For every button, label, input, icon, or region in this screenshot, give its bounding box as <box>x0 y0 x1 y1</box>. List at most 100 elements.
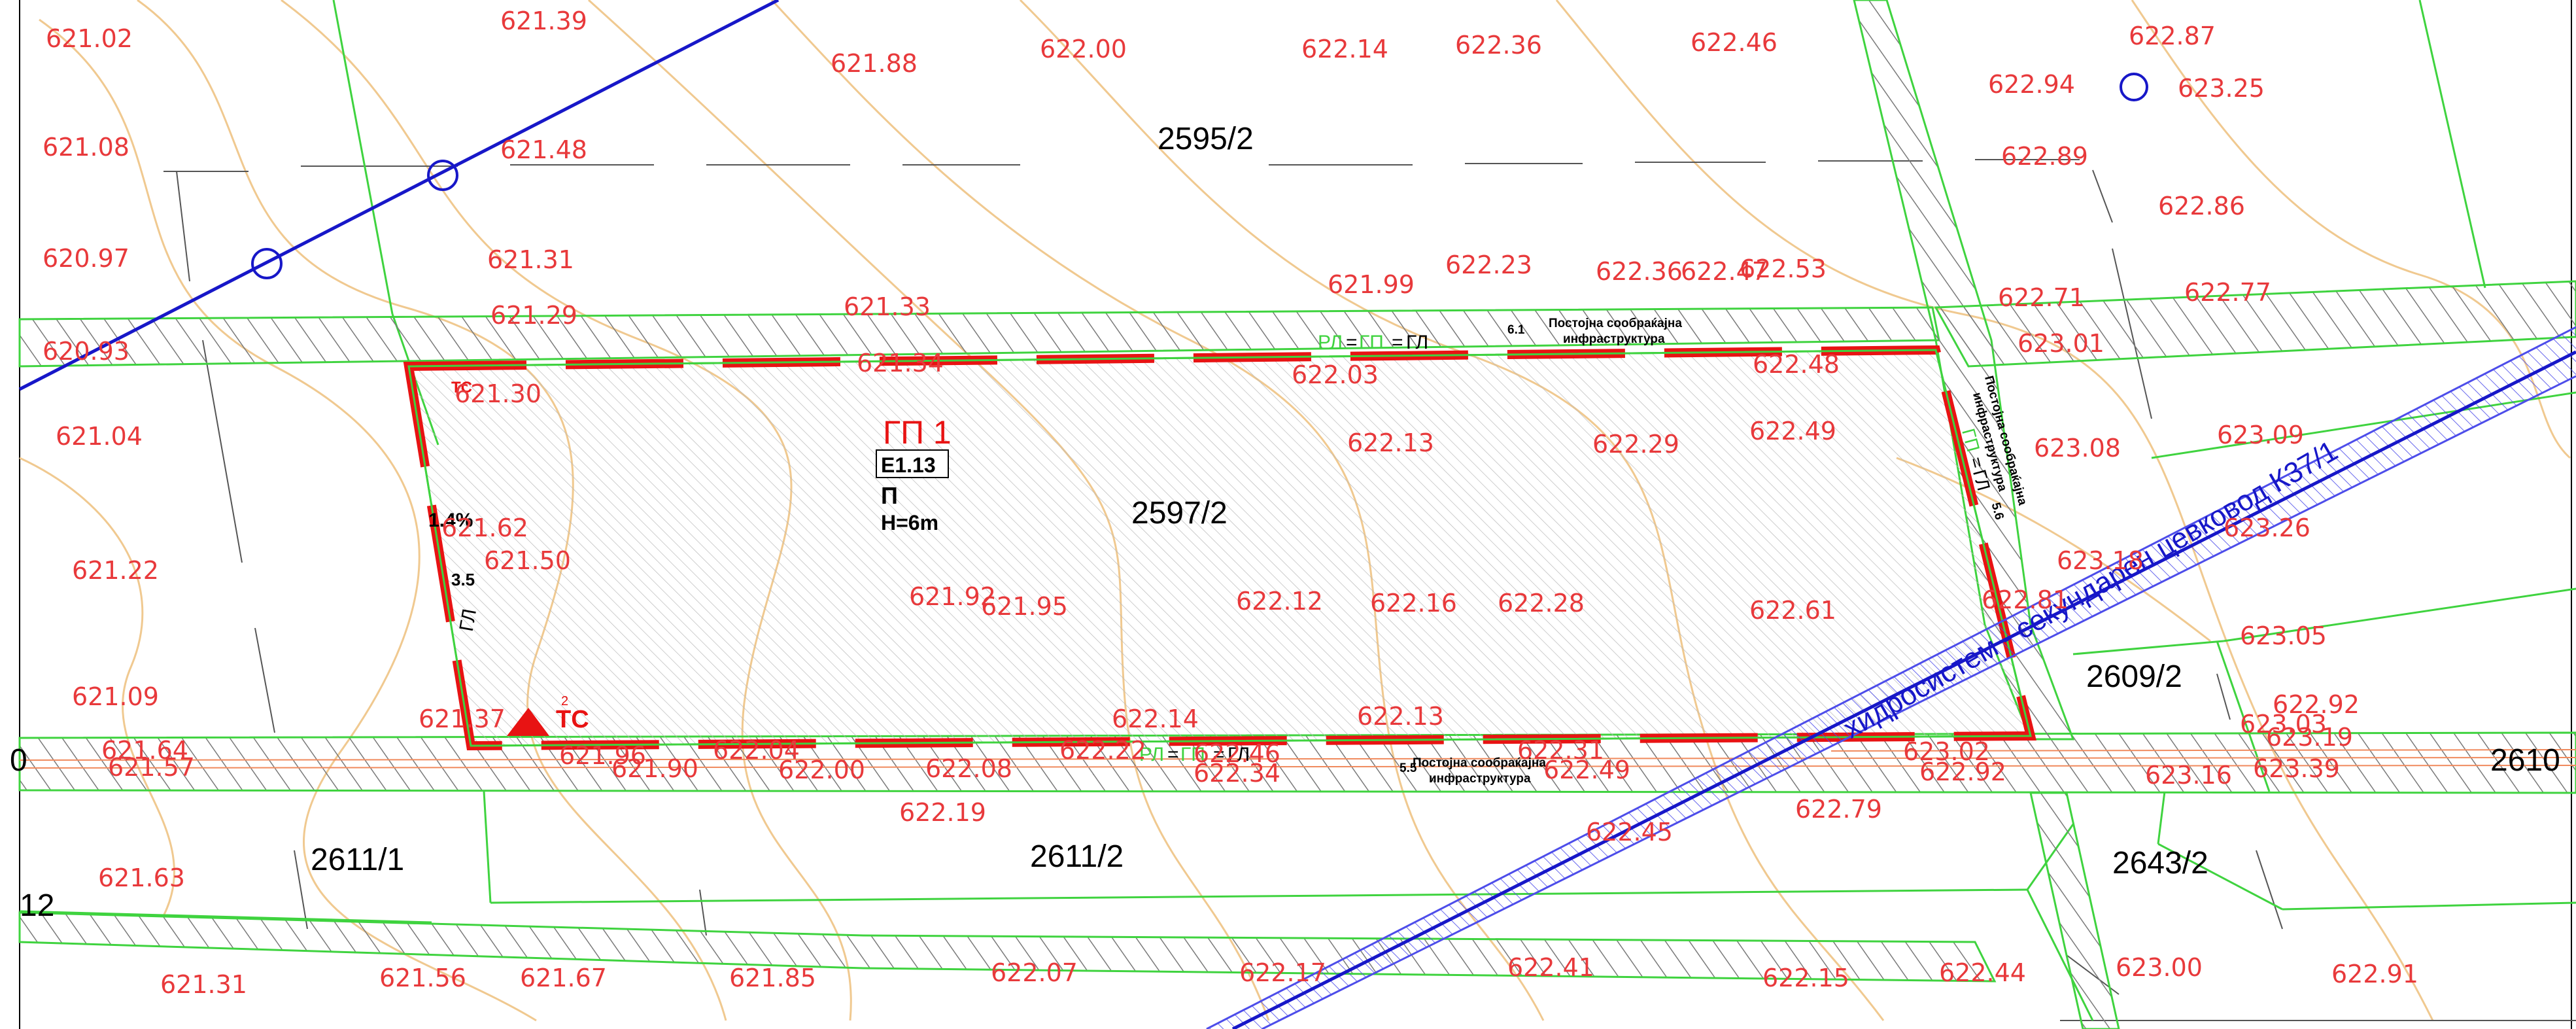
building-line-label: ГП <box>1180 744 1205 765</box>
elevation-label: 623.09 <box>2217 421 2304 449</box>
elevation-label: 622.45 <box>1586 818 1673 846</box>
elevation-label: 621.62 <box>441 514 528 542</box>
slope-value: 1.4% <box>428 510 473 531</box>
elevation-label: 621.56 <box>379 964 466 992</box>
elevation-label: 622.79 <box>1795 795 1882 824</box>
ts-label: ТС <box>556 706 589 733</box>
elevation-label: 623.18 <box>2057 546 2144 575</box>
elevation-label: 622.15 <box>1762 964 1849 992</box>
elevation-label: 622.61 <box>1749 596 1836 625</box>
equals-label: = <box>1392 332 1403 353</box>
elevation-label: 620.93 <box>43 337 129 366</box>
subzone-box <box>876 449 949 478</box>
elevation-label: 622.22 <box>1059 736 1146 765</box>
elevation-label: 623.25 <box>2178 74 2265 103</box>
elevation-label: 622.31 <box>1517 736 1604 765</box>
elevation-label: 622.92 <box>2273 690 2360 719</box>
dimension-top: 6.1 <box>1507 323 1525 337</box>
elevation-label: 622.48 <box>1753 350 1840 379</box>
elevation-label: 621.02 <box>46 24 133 53</box>
elevation-label: 622.94 <box>1988 70 2075 99</box>
subzone-code: Е1.13 <box>881 453 936 477</box>
equals-label: = <box>1213 744 1225 765</box>
elevation-label: 622.89 <box>2001 142 2088 171</box>
elevation-label: 621.50 <box>484 546 571 575</box>
elevation-label: 621.09 <box>72 682 159 711</box>
regulation-line-label: РЛ <box>1139 744 1164 765</box>
elevation-label: 622.81 <box>1982 585 2069 614</box>
elevation-label: 621.34 <box>857 349 944 377</box>
elevation-label: 621.08 <box>43 133 129 162</box>
dimension-left: 3.5 <box>451 570 475 589</box>
parcel-number: 2597/2 <box>1131 496 1228 531</box>
elevation-label: 621.95 <box>981 592 1068 621</box>
regulation-line-label: РЛ <box>1318 332 1343 353</box>
elevation-label: 622.28 <box>1498 589 1585 618</box>
infra-label-bottom-1: Постојна сообраќајна <box>1413 756 1546 770</box>
elevation-label: 621.31 <box>160 970 247 999</box>
elevation-label: 621.39 <box>500 7 587 35</box>
parcel-number: 12 <box>20 888 54 923</box>
orange-lines <box>19 749 2576 769</box>
dimension-bottom: 5.5 <box>1400 761 1417 775</box>
elevation-label: 621.48 <box>500 135 587 164</box>
elevation-label: 622.71 <box>1998 283 2085 312</box>
infra-label-bottom-2: инфраструктура <box>1429 772 1531 786</box>
elevation-label: 622.46 <box>1194 739 1280 768</box>
parcel-number: 2609/2 <box>2086 659 2182 694</box>
elevation-label: 621.57 <box>108 753 195 782</box>
elevation-label: 623.26 <box>2224 514 2310 542</box>
elevation-label: 622.86 <box>2158 192 2245 220</box>
grey-dashed-line <box>163 159 2576 1021</box>
elevation-label: 621.96 <box>559 741 646 770</box>
elevation-label: 623.19 <box>2266 723 2353 752</box>
elevation-label: 622.08 <box>925 754 1012 783</box>
elevation-label: 621.04 <box>56 422 143 451</box>
elevation-label: 621.29 <box>490 301 577 330</box>
elevation-label: 622.91 <box>2331 960 2418 988</box>
elevation-label: 621.99 <box>1328 270 1415 299</box>
equals-label: = <box>1167 744 1179 765</box>
parcel-number: 0 <box>10 743 27 778</box>
building-height: H=6m <box>881 511 938 534</box>
elevation-label: 622.07 <box>991 958 1078 987</box>
elevation-label: 622.00 <box>1040 35 1127 63</box>
elevation-label: 622.17 <box>1239 958 1326 987</box>
elevation-label: 622.12 <box>1236 587 1323 616</box>
elevation-label: 622.44 <box>1939 958 2026 987</box>
elevation-label: 621.22 <box>72 556 159 585</box>
elevation-label: 622.14 <box>1301 35 1388 63</box>
equals-label: = <box>1966 455 1988 470</box>
elevation-label: 622.36 <box>1455 31 1542 60</box>
elevation-label: 622.13 <box>1357 702 1444 731</box>
elevation-label: 621.88 <box>831 49 918 78</box>
boundary-line-label: ГЛ <box>1228 744 1250 765</box>
elevation-label: 622.00 <box>778 756 865 784</box>
elevation-label: 622.77 <box>2184 278 2271 307</box>
elevation-label: 622.87 <box>2129 22 2216 50</box>
water-pipe-corridor <box>18 0 2576 1029</box>
elevation-label: 621.33 <box>844 292 931 321</box>
elevation-label: 622.41 <box>1507 953 1594 982</box>
elevation-label: 622.53 <box>1740 254 1827 283</box>
elevation-label: 623.02 <box>1903 737 1990 766</box>
parcel-number: 2611/2 <box>1030 839 1124 874</box>
elevation-label: 622.36 <box>1596 257 1683 286</box>
elevation-label: 622.49 <box>1749 417 1836 445</box>
elevation-label: 621.67 <box>520 964 607 992</box>
elevation-label: 623.00 <box>2116 953 2203 982</box>
building-line-label: ГП <box>1359 332 1384 353</box>
infra-label-top-1: Постојна сообраќајна <box>1549 317 1682 330</box>
boundary-line-label: ГЛ <box>1406 332 1428 353</box>
elevation-label: 622.03 <box>1292 360 1379 389</box>
elevation-label: 622.47 <box>1681 257 1768 286</box>
elevation-label: 621.90 <box>611 754 698 783</box>
zone-code: ГП 1 <box>883 414 952 451</box>
elevation-label: 622.34 <box>1194 759 1280 788</box>
elevation-label: 622.23 <box>1445 251 1532 279</box>
parcel-number: 2611/1 <box>311 843 404 877</box>
equals-label: = <box>1346 332 1358 353</box>
elevation-label: 621.92 <box>909 582 996 611</box>
